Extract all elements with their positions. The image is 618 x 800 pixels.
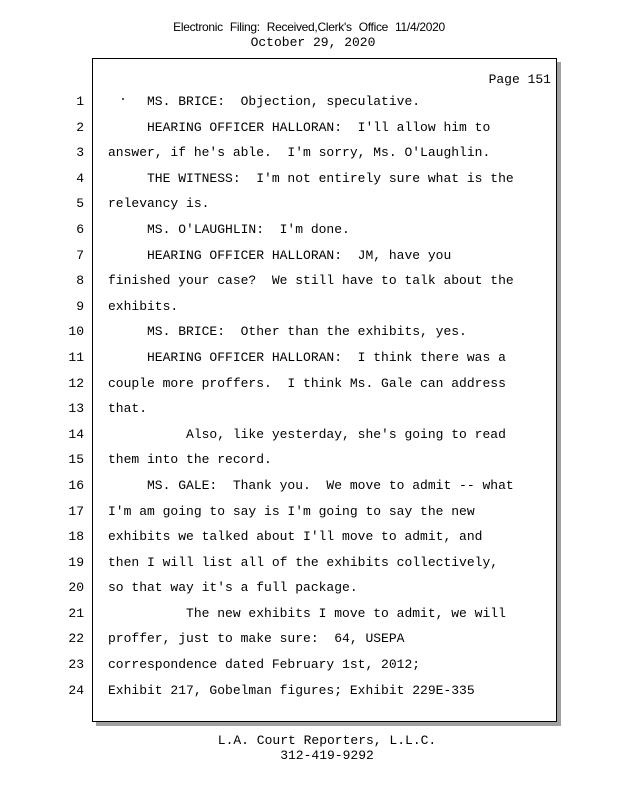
line-number: 17: [68, 503, 84, 519]
transcript-line: 9 exhibits.: [0, 299, 618, 325]
transcript-line: 21 The new exhibits I move to admit, we …: [0, 606, 618, 632]
transcript-line: 5 relevancy is.: [0, 196, 618, 222]
transcript-line: 18 exhibits we talked about I'll move to …: [0, 529, 618, 555]
line-number: 10: [68, 324, 84, 340]
transcript-page-frame: [92, 58, 557, 722]
filing-stamp: Electronic Filing: Received,Clerk's Offi…: [173, 20, 445, 34]
line-text: exhibits we talked about I'll move to ad…: [108, 529, 483, 545]
transcript-line: 16 MS. GALE: Thank you. We move to admit…: [0, 478, 618, 504]
line-number: 11: [68, 349, 84, 365]
transcript-line: 12 couple more proffers. I think Ms. Gale…: [0, 376, 618, 402]
line-text: HEARING OFFICER HALLORAN: I'll allow him…: [108, 119, 491, 135]
line-text: them into the record.: [108, 452, 272, 468]
transcript-line: 22 proffer, just to make sure: 64, USEPA: [0, 631, 618, 657]
line-number: 3: [76, 145, 84, 161]
transcript-line: 4 THE WITNESS: I'm not entirely sure wha…: [0, 171, 618, 197]
transcript-line: 19 then I will list all of the exhibits c…: [0, 555, 618, 581]
transcript-line: 10 MS. BRICE: Other than the exhibits, y…: [0, 324, 618, 350]
line-text: then I will list all of the exhibits col…: [108, 554, 499, 570]
line-text: MS. BRICE: Other than the exhibits, yes.: [108, 324, 467, 340]
line-text: finished your case? We still have to tal…: [108, 273, 514, 289]
line-number: 12: [68, 375, 84, 391]
line-number: 19: [68, 554, 84, 570]
line-text: so that way it's a full package.: [108, 580, 358, 596]
line-number: 24: [68, 682, 84, 698]
line-number: 20: [68, 580, 84, 596]
transcript-line: 23 correspondence dated February 1st, 201…: [0, 657, 618, 683]
line-number: 18: [68, 529, 84, 545]
transcript-line: 14 Also, like yesterday, she's going to …: [0, 427, 618, 453]
line-text: MS. GALE: Thank you. We move to admit --…: [108, 477, 514, 493]
transcript-line: 17 I'm am going to say is I'm going to sa…: [0, 504, 618, 530]
transcript-date: October 29, 2020: [250, 35, 376, 50]
transcript-line: 2 HEARING OFFICER HALLORAN: I'll allow h…: [0, 120, 618, 146]
line-number: 5: [76, 196, 84, 212]
line-text: exhibits.: [108, 298, 179, 314]
transcript-line: 13 that.: [0, 401, 618, 427]
transcript-line: 15 them into the record.: [0, 452, 618, 478]
line-text: relevancy is.: [108, 196, 210, 212]
transcript-line: 11 HEARING OFFICER HALLORAN: I think the…: [0, 350, 618, 376]
transcript-line: 3 answer, if he's able. I'm sorry, Ms. O'…: [0, 145, 618, 171]
footer: L.A. Court Reporters, L.L.C. 312-419-929…: [0, 733, 618, 763]
line-text: that.: [108, 401, 148, 417]
page-number: Page 151: [488, 72, 551, 87]
line-number: 15: [68, 452, 84, 468]
transcript-line: 24 Exhibit 217, Gobelman figures; Exhibit…: [0, 683, 618, 709]
line-number: 22: [68, 631, 84, 647]
line-text: The new exhibits I move to admit, we wil…: [108, 605, 506, 621]
line-number: 6: [76, 221, 84, 237]
line-number: 16: [68, 477, 84, 493]
line-text: HEARING OFFICER HALLORAN: I think there …: [108, 349, 506, 365]
transcript-line: 8 finished your case? We still have to ta…: [0, 273, 618, 299]
line-text: MS. BRICE: Objection, speculative.: [108, 94, 421, 109]
line-text: THE WITNESS: I'm not entirely sure what …: [108, 170, 514, 186]
line-number: 1: [76, 94, 84, 109]
transcript-line: 7 HEARING OFFICER HALLORAN: JM, have you: [0, 248, 618, 274]
line-text: correspondence dated February 1st, 2012;: [108, 657, 421, 673]
line-text: proffer, just to make sure: 64, USEPA: [108, 631, 405, 647]
line-number: 13: [68, 401, 84, 417]
line-text: Exhibit 217, Gobelman figures; Exhibit 2…: [108, 682, 475, 698]
line-number: 21: [68, 605, 84, 621]
line-text: MS. O'LAUGHLIN: I'm done.: [108, 221, 350, 237]
line-number: 23: [68, 657, 84, 673]
line-number: 7: [76, 247, 84, 263]
line-number: 2: [76, 119, 84, 135]
reporter-phone: 312-419-9292: [280, 748, 374, 763]
line-text: I'm am going to say is I'm going to say …: [108, 503, 475, 519]
transcript-lines: 1 MS. BRICE: Objection, speculative.2 HE…: [0, 94, 618, 708]
line-number: 9: [76, 298, 84, 314]
line-number: 8: [76, 273, 84, 289]
transcript-line: 6 MS. O'LAUGHLIN: I'm done.: [0, 222, 618, 248]
line-text: Also, like yesterday, she's going to rea…: [108, 426, 506, 442]
transcript-line: 20 so that way it's a full package.: [0, 580, 618, 606]
line-text: couple more proffers. I think Ms. Gale c…: [108, 375, 506, 391]
line-number: 4: [76, 170, 84, 186]
line-text: answer, if he's able. I'm sorry, Ms. O'L…: [108, 145, 491, 161]
transcript-line: 1 MS. BRICE: Objection, speculative.: [0, 94, 618, 120]
stray-mark: [122, 98, 124, 100]
line-number: 14: [68, 426, 84, 442]
line-text: HEARING OFFICER HALLORAN: JM, have you: [108, 247, 452, 263]
reporter-company: L.A. Court Reporters, L.L.C.: [217, 733, 437, 748]
